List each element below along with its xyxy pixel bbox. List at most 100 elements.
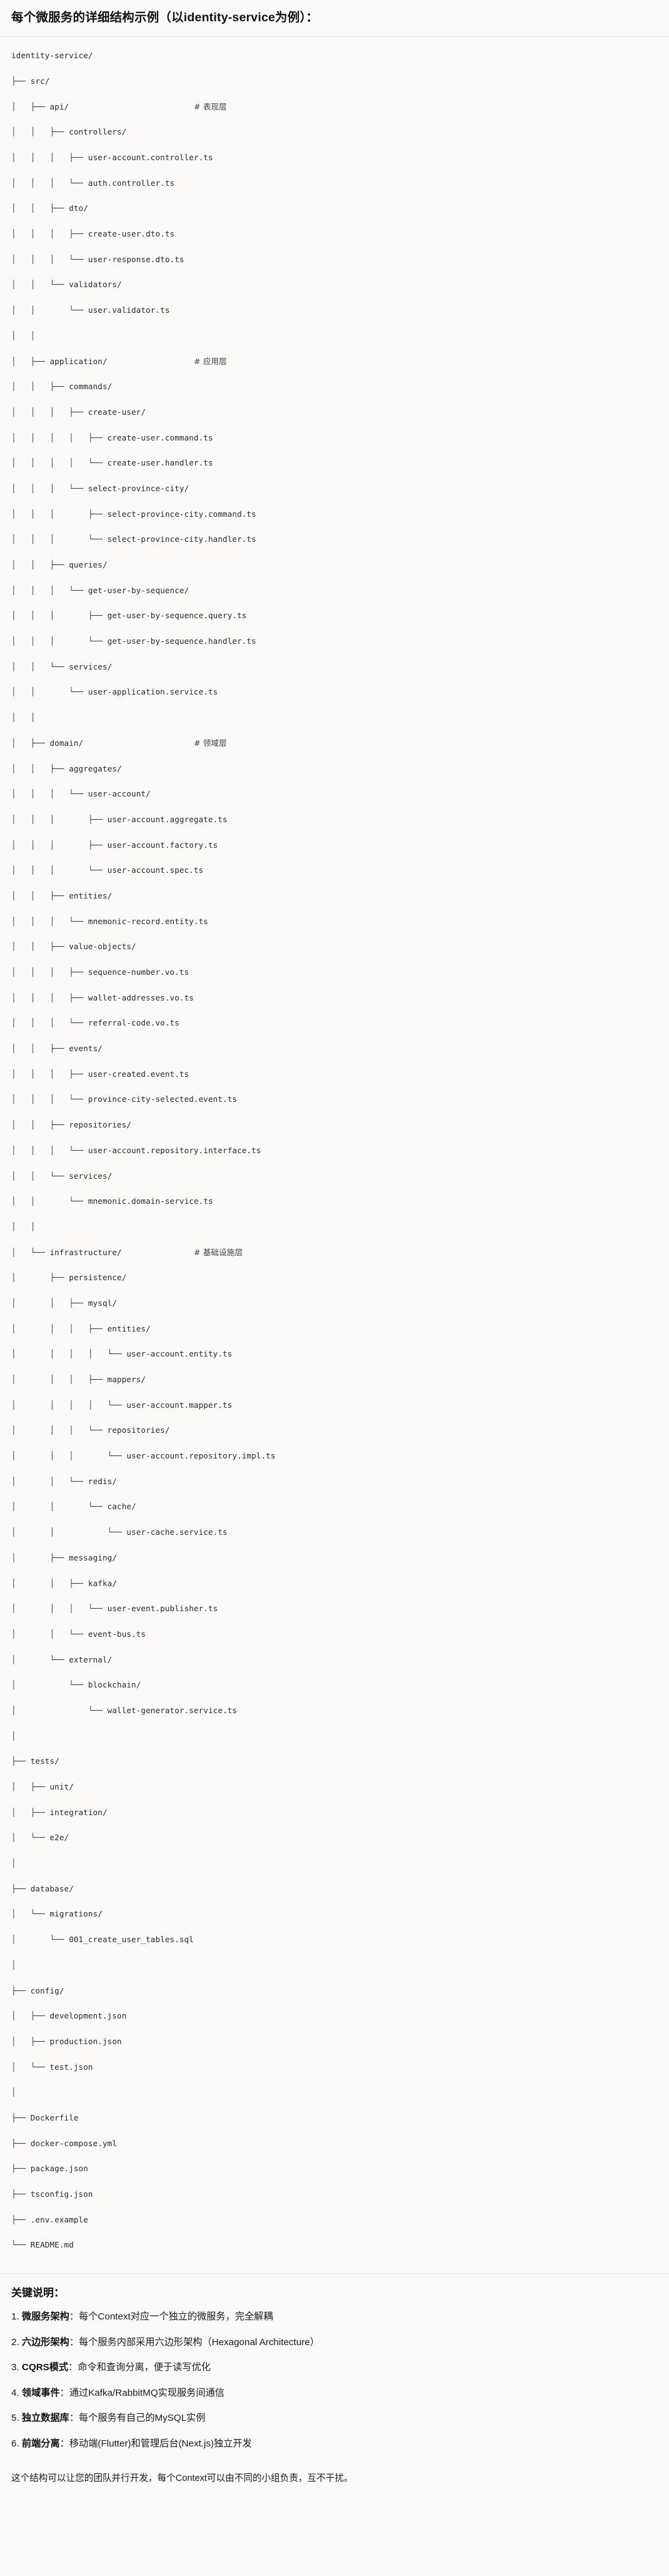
tree-line: │ │ │ └── select-province-city/ [11,482,658,495]
key-note-separator: ： [69,2311,79,2323]
tree-folder-name: aggregates/ [69,763,122,773]
tree-folder-name: persistence/ [69,1273,127,1283]
tree-file-name: wallet-generator.service.ts [107,1705,238,1715]
tree-file-name: create-user.command.ts [107,432,213,442]
tree-folder-name: services/ [69,661,113,671]
tree-comment-spacer [69,102,194,111]
tree-branch-glyph: │ │ │ └── [11,254,88,264]
tree-line: │ │ │ └── get-user-by-sequence.handler.t… [11,635,658,648]
tree-branch-glyph: │ │ └── [11,305,88,315]
tree-folder-name: create-user/ [88,407,146,417]
tree-line: │ │ ├── queries/ [11,559,658,571]
tree-line: │ └── wallet-generator.service.ts [11,1704,658,1717]
tree-folder-name: api/ [49,101,69,111]
tree-line: │ │ │ └── user-account.repository.impl.t… [11,1450,658,1462]
tree-line: ├── tests/ [11,1755,658,1768]
tree-line: │ │ │ ├── entities/ [11,1323,658,1335]
tree-folder-name: select-province-city/ [88,483,189,493]
tree-folder-name: services/ [69,1171,113,1181]
tree-branch-glyph: │ │ └── [11,687,88,697]
tree-branch-glyph: │ │ └── [11,1171,69,1181]
tree-branch-glyph: │ │ │ │ ├── [11,432,108,442]
key-note-item: 1. 微服务架构：每个Context对应一个独立的微服务，完全解耦 [11,2309,658,2324]
tree-line: │ │ │ ├── select-province-city.command.t… [11,508,658,521]
tree-line: │ │ │ │ └── user-account.entity.ts [11,1348,658,1360]
tree-branch-glyph: │ │ │ ├── [11,840,108,850]
key-note-description: 通过Kafka/RabbitMQ实现服务间通信 [69,2387,224,2398]
key-note-description: 每个Context对应一个独立的微服务，完全解耦 [79,2311,273,2323]
tree-branch-glyph: │ ├── [11,2011,50,2021]
tree-folder-name: integration/ [49,1807,108,1817]
tree-branch-glyph: │ │ ├── [11,1044,69,1054]
tree-line: │ │ │ ├── create-user/ [11,406,658,419]
tree-line: │ │ │ └── mnemonic-record.entity.ts [11,915,658,928]
key-note-index: 6. [11,2438,19,2449]
tree-line: │ │ │ ├── get-user-by-sequence.query.ts [11,609,658,622]
tree-line: │ │ │ └── user-account/ [11,788,658,800]
tree-branch-glyph: │ │ │ └── [11,916,88,926]
tree-branch-glyph: │ │ ├── [11,942,69,952]
tree-file-name: user-cache.service.ts [126,1527,228,1537]
tree-branch-glyph: │ │ └── [11,1196,88,1206]
tree-branch-glyph: │ └── [11,1909,50,1919]
tree-file-name: auth.controller.ts [88,178,175,188]
closing-statement: 这个结构可以让您的团队并行开发，每个Context可以由不同的小组负责，互不干扰… [11,2473,353,2484]
tree-folder-name: migrations/ [49,1909,103,1919]
tree-folder-name: database/ [30,1883,74,1893]
tree-branch-glyph: │ │ │ ├── [11,611,108,621]
tree-branch-glyph: │ [11,1858,16,1868]
tree-line: ├── package.json [11,2162,658,2175]
tree-line: ├── tsconfig.json [11,2188,658,2201]
tree-folder-name: messaging/ [69,1552,118,1562]
tree-line: │ │ │ ├── create-user.dto.ts [11,228,658,240]
tree-folder-name: repositories/ [69,1120,132,1130]
tree-branch-glyph: ├── [11,1756,31,1766]
tree-line: │ └── infrastructure/ # 基础设施层 [11,1246,658,1259]
tree-line: │ │ │ │ ├── create-user.command.ts [11,432,658,444]
tree-folder-name: src/ [30,76,50,86]
tree-file-name: mnemonic-record.entity.ts [88,916,208,926]
tree-file-name: user-application.service.ts [88,687,218,697]
key-note-index: 5. [11,2413,19,2424]
tree-branch-glyph: │ │ └── [11,1502,108,1512]
directory-tree: identity-service/ ├── src/ │ ├── api/ # … [11,49,658,2264]
tree-branch-glyph: │ ├── [11,1807,50,1817]
tree-folder-name: validators/ [69,280,122,290]
tree-folder-name: cache/ [107,1502,136,1512]
tree-branch-glyph: │ │ │ └── [11,178,88,188]
tree-line: │ │ [11,711,658,724]
tree-layer-comment: # 应用层 [193,356,227,366]
tree-branch-glyph: │ │ │ └── [11,1094,88,1104]
tree-branch-glyph: ├── [11,76,31,86]
tree-line: │ └── migrations/ [11,1908,658,1920]
tree-folder-name: events/ [69,1044,103,1054]
tree-line: │ ├── unit/ [11,1781,658,1793]
tree-line: │ │ └── user-application.service.ts [11,686,658,698]
tree-branch-glyph: │ │ ├── [11,382,69,392]
tree-line: ├── config/ [11,1985,658,1997]
tree-branch-glyph: ├── [11,2112,31,2122]
tree-branch-glyph: │ ├── [11,1273,69,1283]
tree-branch-glyph: │ │ │ └── [11,1145,88,1155]
tree-line: │ [11,1959,658,1972]
tree-branch-glyph: │ │ [11,713,36,723]
tree-line: │ │ └── user.validator.ts [11,304,658,317]
tree-file-name: user-account.entity.ts [126,1349,233,1359]
tree-folder-name: commands/ [69,382,113,392]
tree-branch-glyph: │ │ [11,330,36,340]
tree-line: │ │ │ ├── mappers/ [11,1373,658,1386]
tree-line: │ │ │ └── user-account.repository.interf… [11,1144,658,1157]
tree-line: │ ├── api/ # 表现层 [11,101,658,113]
tree-folder-name: controllers/ [69,127,127,137]
key-note-description: 每个服务内部采用六边形架构（Hexagonal Architecture） [79,2336,319,2348]
tree-line: │ ├── production.json [11,2035,658,2048]
tree-branch-glyph: │ │ │ ├── [11,1375,108,1385]
tree-file-name: sequence-number.vo.ts [88,967,189,977]
key-note-item: 3. CQRS模式：命令和查询分离，便于读写优化 [11,2360,658,2375]
tree-line: │ │ │ ├── user-account.factory.ts [11,839,658,852]
tree-folder-name: config/ [30,1985,64,1995]
tree-branch-glyph: │ │ │ ├── [11,153,88,163]
tree-folder-name: queries/ [69,560,108,570]
tree-branch-glyph: │ │ │ ├── [11,229,88,239]
